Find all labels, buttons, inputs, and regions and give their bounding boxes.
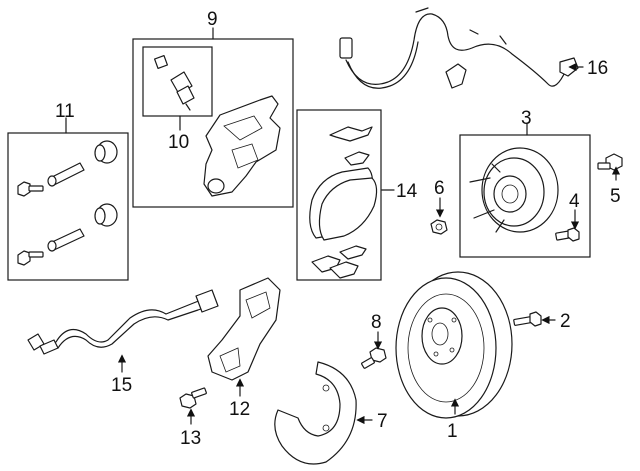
- leader-lines: [65, 27, 621, 425]
- caliper-bracket: [207, 277, 281, 381]
- shield-bolt: [361, 347, 387, 369]
- callout-14: 14: [396, 181, 418, 202]
- abs-sensor: [339, 7, 579, 89]
- brake-pads: [309, 126, 378, 279]
- hub-bolt: [555, 227, 580, 242]
- callout-10: 10: [168, 132, 189, 153]
- rotor-bolt: [513, 311, 542, 327]
- callout-4: 4: [569, 191, 580, 212]
- splash-shield: [274, 361, 357, 465]
- callout-8: 8: [371, 312, 382, 333]
- callout-3: 3: [521, 108, 532, 129]
- callout-15: 15: [111, 375, 132, 396]
- callout-2: 2: [560, 311, 571, 332]
- brake-caliper: [203, 95, 281, 197]
- callout-12: 12: [229, 399, 250, 420]
- callout-16: 16: [587, 58, 608, 79]
- callout-11: 11: [55, 101, 75, 122]
- wheel-hub: [469, 147, 559, 233]
- wheel-stud: [597, 153, 623, 171]
- callout-9: 9: [207, 9, 218, 30]
- hub-nut: [430, 219, 448, 235]
- bleeder-screw: [153, 54, 195, 111]
- callout-7: 7: [377, 411, 388, 432]
- brake-hose: [27, 289, 219, 355]
- callout-1: 1: [447, 421, 458, 442]
- box-caliper-pins: [7, 132, 129, 281]
- box-bleeder: [142, 46, 213, 117]
- callout-labels: 1 2 3 4 5 6 7 8 9 10 11 12 13 14 15 16: [55, 9, 621, 449]
- callout-6: 6: [434, 178, 445, 199]
- box-pads: [296, 109, 382, 281]
- callout-13: 13: [180, 428, 201, 449]
- bracket-bolt: [179, 387, 207, 409]
- box-hub: [459, 134, 591, 258]
- caliper-pin-kit: [17, 140, 118, 266]
- brake-rotor: [395, 271, 513, 419]
- callout-5: 5: [610, 186, 621, 207]
